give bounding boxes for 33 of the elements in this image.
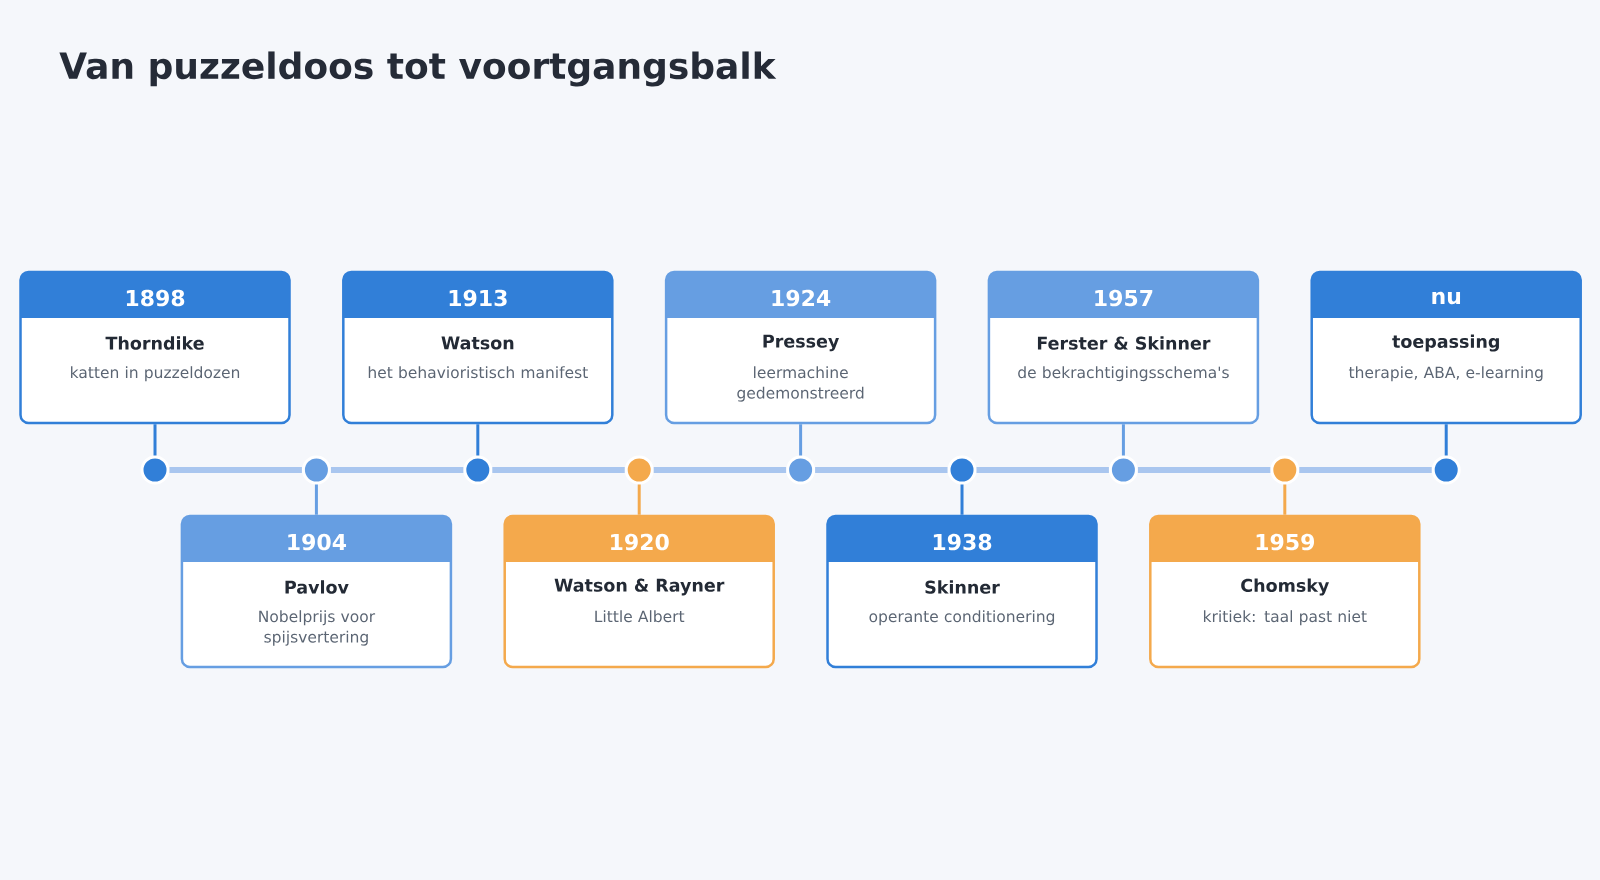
stem-line	[637, 484, 641, 515]
timeline-card: 1904 Pavlov Nobelprijs voor spijsvertering	[180, 514, 453, 669]
stem-line	[799, 424, 803, 456]
timeline-card: 1938 Skinner operante conditionering	[826, 514, 1098, 669]
connector-line	[815, 467, 948, 473]
stem-line	[476, 424, 480, 456]
connector-line	[1299, 467, 1432, 473]
connector-line	[976, 467, 1109, 473]
connector-line	[330, 467, 464, 473]
timeline-card: 1913 Watson het behavioristisch manifest	[342, 270, 614, 425]
timeline-card: 1920 Watson & Rayner Little Albert	[503, 514, 775, 669]
timeline-card: 1898 Thorndike katten in puzzeldozen	[19, 270, 291, 425]
stem-line	[314, 484, 318, 515]
connector-line	[1137, 467, 1271, 473]
stem-line	[1283, 484, 1287, 515]
title: Van puzzeldoos tot voortgangsbalk	[59, 51, 777, 87]
timeline-dot	[140, 455, 170, 485]
connector-line	[653, 467, 787, 473]
timeline-dot	[463, 455, 493, 485]
timeline-dot	[947, 455, 977, 485]
stem-line	[1121, 424, 1125, 456]
timeline-dot	[624, 455, 654, 485]
stem-line	[1444, 424, 1448, 456]
stem-line	[960, 484, 964, 515]
timeline-card: 1959 Chomsky kritiek: taal past niet	[1149, 514, 1421, 669]
timeline-card: nu toepassing therapie, ABA, e-learning	[1310, 270, 1582, 425]
connector-line	[169, 467, 302, 473]
stem-line	[153, 424, 157, 456]
timeline-dot	[1431, 455, 1461, 485]
timeline-card: 1957 Ferster & Skinner de bekrachtigingsschema's	[987, 270, 1260, 425]
timeline-card: 1924 Pressey leermachine gedemonstreerd	[664, 270, 937, 425]
timeline-dot	[1270, 455, 1300, 485]
connector-line	[492, 467, 625, 473]
